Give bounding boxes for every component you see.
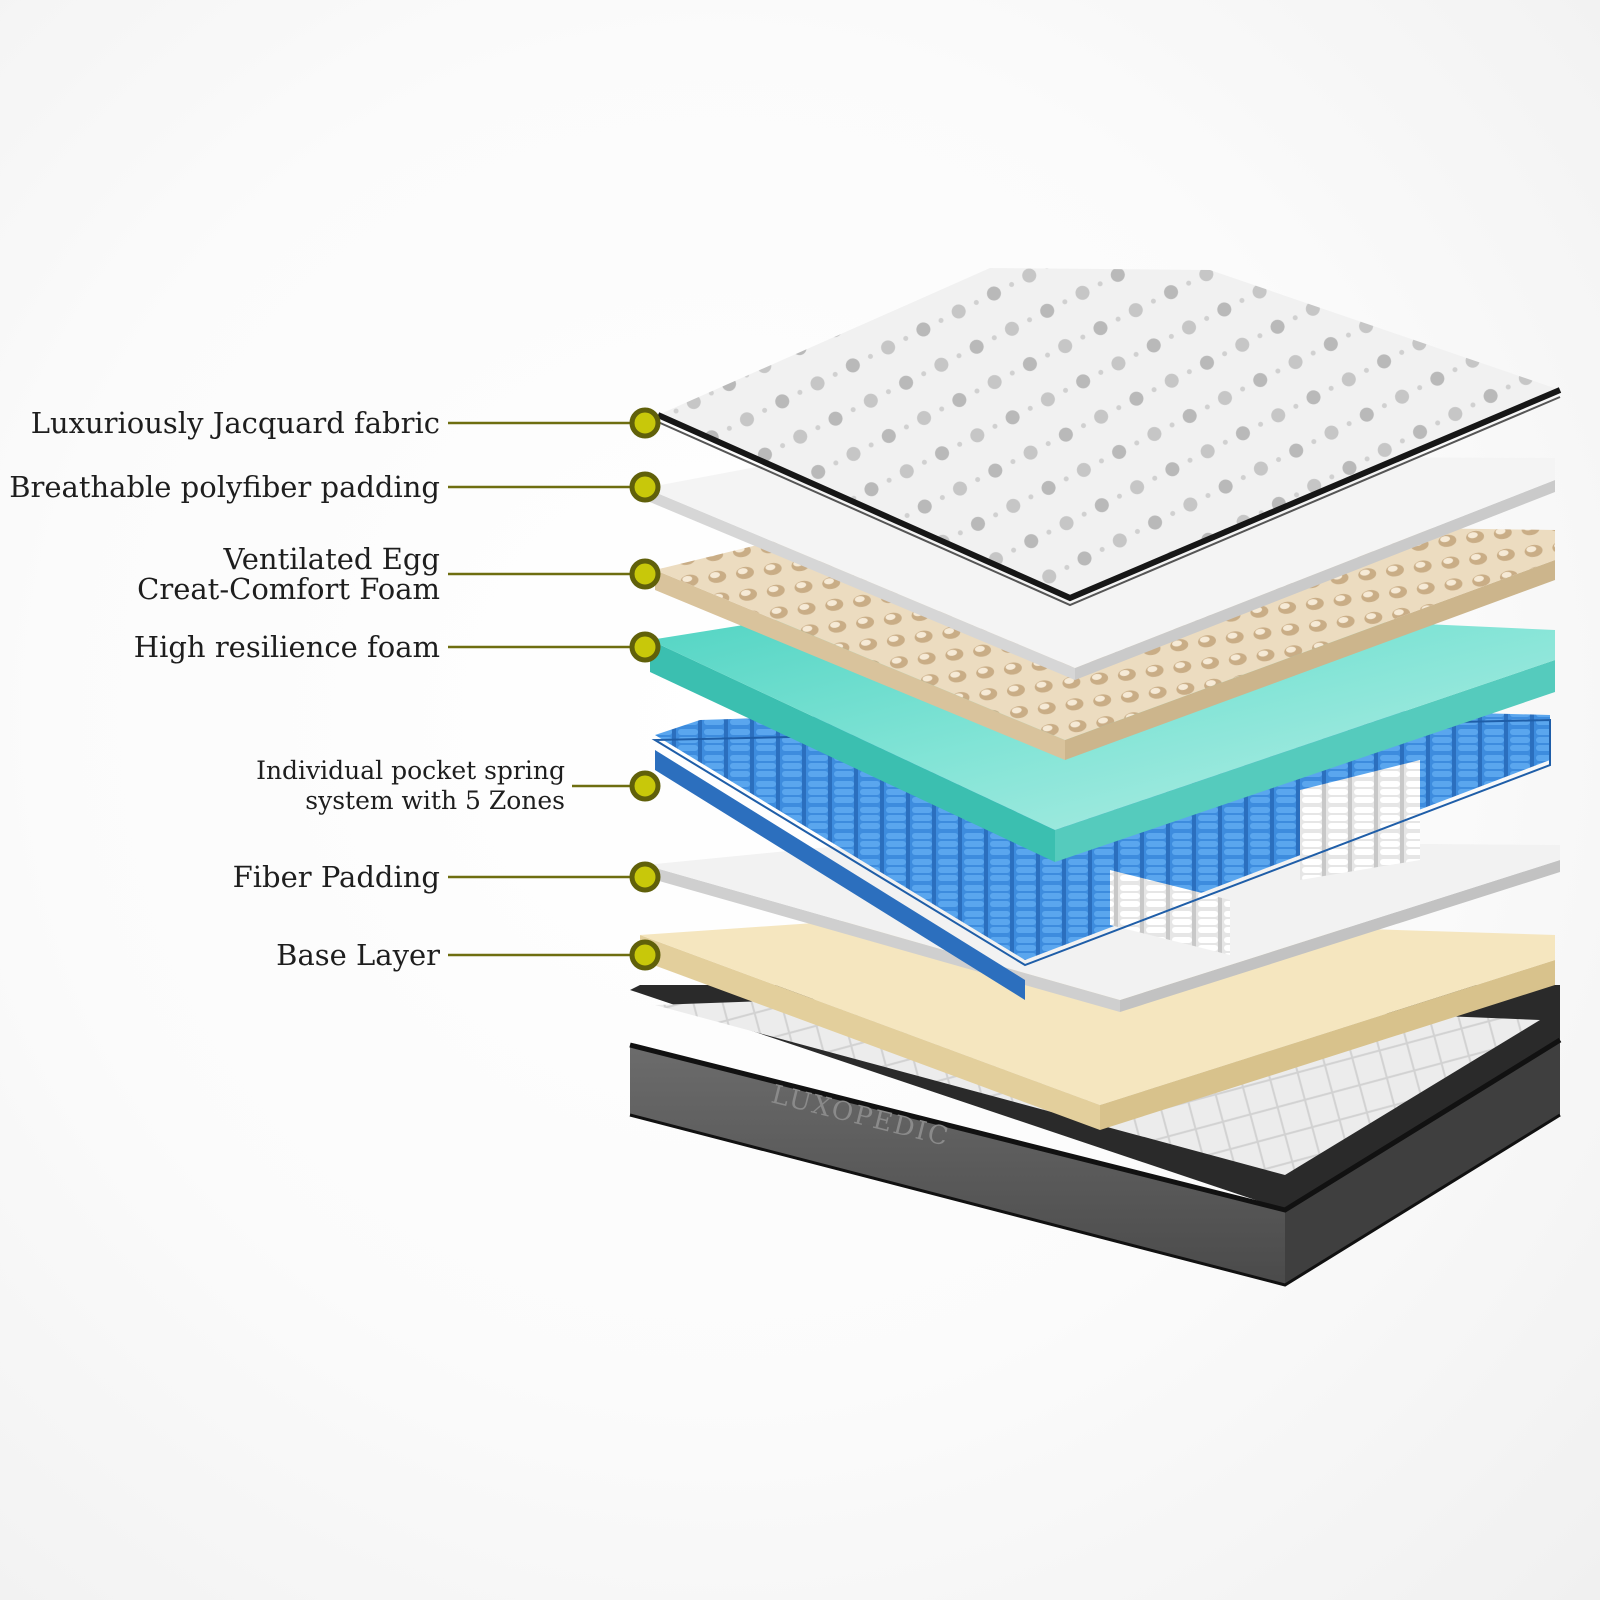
callout-dot <box>629 861 661 893</box>
callout-dot <box>629 631 661 663</box>
callout-label-base-line-1: Base Layer <box>276 938 440 972</box>
callout-label-eggcrate-line-2: Creat-Comfort Foam <box>137 572 440 606</box>
callout-dot <box>629 471 661 503</box>
callout-hr-foam: High resilience foam <box>134 630 661 664</box>
callout-dot <box>629 407 661 439</box>
callout-jacquard: Luxuriously Jacquard fabric <box>31 406 661 440</box>
callout-label-jacquard-line-1: Luxuriously Jacquard fabric <box>31 406 440 440</box>
callout-fiber-padding: Fiber Padding <box>233 860 661 894</box>
callout-dot <box>629 558 661 590</box>
jacquard-top-fabric <box>656 268 1562 607</box>
base-layer <box>640 915 1555 1130</box>
callout-polyfiber: Breathable polyfiber padding <box>9 470 661 504</box>
callout-dot <box>629 770 661 802</box>
callout-label-hr-foam-line-1: High resilience foam <box>134 630 440 664</box>
callout-label-pocket-spring-line-2: system with 5 Zones <box>305 786 565 815</box>
callout-label-pocket-spring-line-1: Individual pocket spring <box>256 756 565 785</box>
callout-label-eggcrate-line-1: Ventilated Egg <box>222 542 440 576</box>
callout-label-fiber-padding-line-1: Fiber Padding <box>233 860 440 894</box>
callout-dot <box>629 939 661 971</box>
callout-label-polyfiber-line-1: Breathable polyfiber padding <box>9 470 440 504</box>
callout-base: Base Layer <box>276 938 661 972</box>
